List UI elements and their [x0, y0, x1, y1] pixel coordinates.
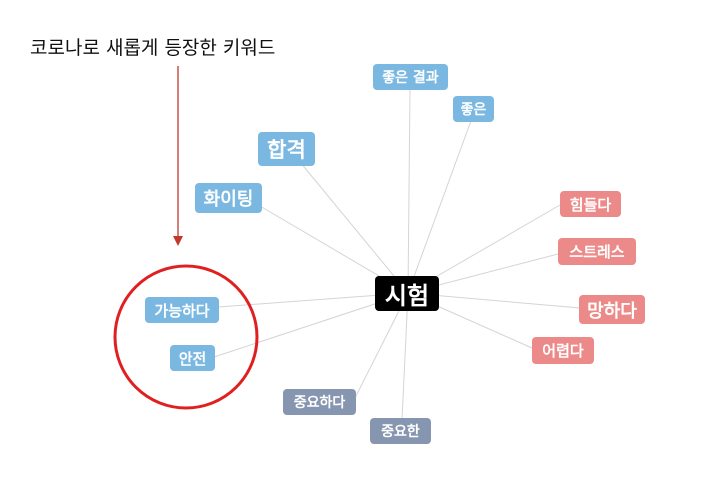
edge-good-result	[407, 87, 411, 294]
annotation-arrow-head	[173, 236, 183, 246]
annotation-label: 코로나로 새롭게 등장한 키워드	[30, 37, 276, 59]
node-hard: 힘들다	[560, 191, 621, 217]
edge-pass	[299, 161, 409, 294]
node-important2: 중요한	[370, 418, 431, 444]
edge-good	[407, 117, 473, 294]
node-important: 중요하다	[283, 389, 356, 415]
node-fighting: 화이팅	[195, 183, 262, 213]
highlight-circle	[113, 264, 259, 410]
node-ruined: 망하다	[579, 295, 645, 324]
node-safe: 안전	[170, 345, 215, 371]
edge-important2	[401, 292, 409, 421]
node-good: 좋은	[453, 96, 494, 122]
center-node: 시험	[375, 276, 439, 311]
node-stress: 스트레스	[558, 238, 636, 265]
node-possible: 가능하다	[145, 297, 219, 323]
node-good-result: 좋은 결과	[373, 64, 448, 90]
node-pass: 합격	[258, 132, 315, 166]
node-difficult: 어렵다	[532, 337, 594, 364]
